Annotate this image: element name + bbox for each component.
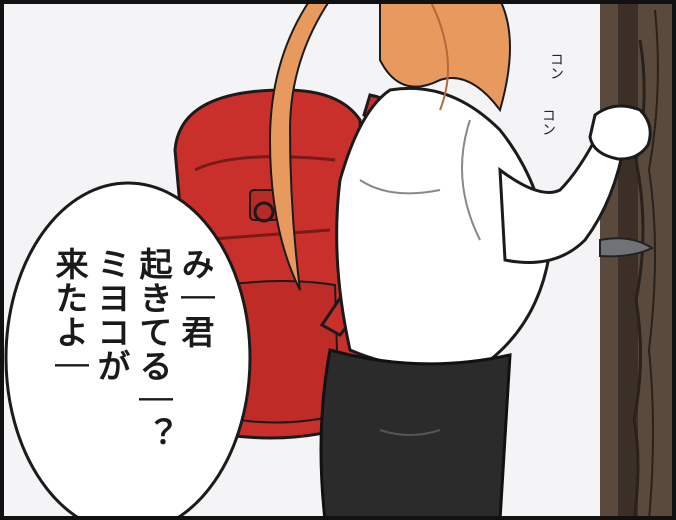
shorts <box>319 348 512 520</box>
hair <box>268 0 511 291</box>
speech-line: 来たよ｜ <box>50 247 89 383</box>
door-frame <box>600 0 676 520</box>
speech-line: み｜君 <box>176 247 215 349</box>
fist <box>588 104 652 161</box>
speech-bubble-text: み｜君 起きてる｜？ ミヨコが 来たよ｜ <box>44 247 215 477</box>
speech-line: 起きてる｜？ <box>134 247 173 451</box>
knock-sound-effect: コン <box>548 52 564 80</box>
speech-bubble-shape <box>4 181 252 520</box>
knock-sound-effect: コン <box>540 108 556 136</box>
speech-line: ミヨコが <box>92 247 131 383</box>
door-handle <box>599 237 655 258</box>
